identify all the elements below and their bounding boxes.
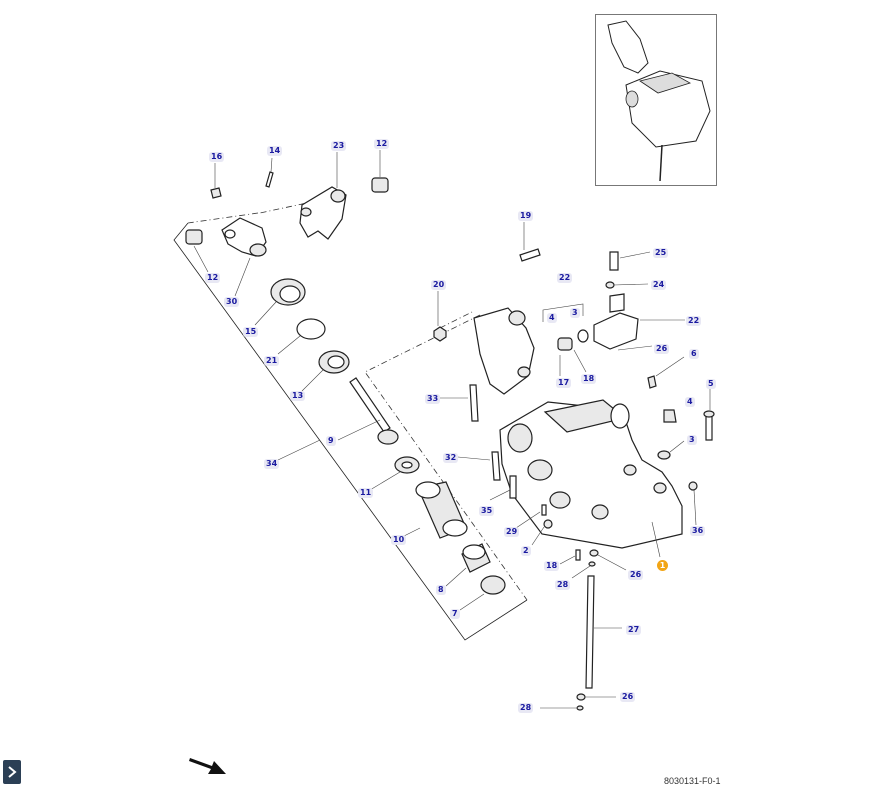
callout-10[interactable]: 10 — [391, 535, 407, 545]
part-15-seal — [254, 278, 306, 326]
part-10-gear — [401, 481, 468, 539]
callout-35[interactable]: 35 — [479, 506, 495, 516]
part-19-bolt — [519, 222, 541, 262]
part-5-bolt — [703, 388, 715, 441]
part-22-valve — [593, 293, 685, 350]
part-2-plug — [531, 519, 553, 546]
callout-22[interactable]: 22 — [557, 273, 573, 283]
part-12-bushing-left — [185, 229, 209, 273]
callout-14[interactable]: 14 — [267, 146, 283, 156]
part-34-leader — [277, 439, 321, 461]
part-21-ring — [277, 318, 326, 355]
part-27-rod — [540, 575, 622, 711]
part-4-nut — [663, 409, 677, 423]
callout-9[interactable]: 9 — [326, 436, 336, 446]
part-36-plug — [688, 481, 698, 526]
callout-29[interactable]: 29 — [504, 527, 520, 537]
callout-1[interactable]: 1 — [657, 560, 668, 571]
callout-28[interactable]: 28 — [518, 703, 534, 713]
figure-code: 8030131-F0-1 — [664, 776, 721, 786]
callout-22[interactable]: 22 — [686, 316, 702, 326]
callout-7[interactable]: 7 — [450, 609, 460, 619]
left-assembly-frame — [173, 212, 528, 641]
callout-18[interactable]: 18 — [581, 374, 597, 384]
callout-19[interactable]: 19 — [518, 211, 534, 221]
callout-26[interactable]: 26 — [628, 570, 644, 580]
part-28-oring — [571, 561, 596, 579]
part-26-oring — [589, 549, 627, 571]
part-30-fork — [221, 217, 267, 297]
part-25-bolt — [609, 251, 651, 271]
part-35-pin — [509, 475, 517, 499]
part-8-bearing — [445, 543, 491, 587]
callout-3[interactable]: 3 — [687, 435, 697, 445]
callout-16[interactable]: 16 — [209, 152, 225, 162]
arrow-down-right-icon — [189, 758, 226, 774]
callout-2[interactable]: 2 — [521, 546, 531, 556]
callout-36[interactable]: 36 — [690, 526, 706, 536]
part-11-washer — [369, 456, 420, 491]
part-33-bolt — [440, 384, 479, 422]
part-18-pin — [559, 549, 581, 565]
callout-17[interactable]: 17 — [556, 378, 572, 388]
callout-28[interactable]: 28 — [555, 580, 571, 590]
part-23-bracket — [299, 152, 347, 240]
callout-34[interactable]: 34 — [264, 459, 280, 469]
part-29-pin — [541, 504, 547, 516]
part-20-nut — [433, 291, 447, 342]
part-32-bolt — [457, 451, 501, 481]
part-7-cap — [459, 575, 506, 611]
callout-12[interactable]: 12 — [374, 139, 390, 149]
callout-26[interactable]: 26 — [620, 692, 636, 702]
overview-thumbnail — [595, 14, 717, 186]
chevron-right-icon — [8, 766, 17, 778]
part-6-fitting — [647, 356, 685, 389]
callout-6[interactable]: 6 — [689, 349, 699, 359]
part-4-plug — [542, 303, 589, 351]
callout-33[interactable]: 33 — [425, 394, 441, 404]
arm-bracket — [473, 307, 535, 395]
callout-8[interactable]: 8 — [436, 585, 446, 595]
callout-25[interactable]: 25 — [653, 248, 669, 258]
housing-frame — [259, 197, 473, 329]
callout-12[interactable]: 12 — [205, 273, 221, 283]
callout-3[interactable]: 3 — [570, 308, 580, 318]
part-12-bushing-top — [371, 150, 389, 193]
callout-26[interactable]: 26 — [654, 344, 670, 354]
callout-4[interactable]: 4 — [547, 313, 557, 323]
callout-15[interactable]: 15 — [243, 327, 259, 337]
callout-30[interactable]: 30 — [224, 297, 240, 307]
callout-5[interactable]: 5 — [706, 379, 716, 389]
callout-23[interactable]: 23 — [331, 141, 347, 151]
leader-lines — [489, 345, 653, 529]
callout-27[interactable]: 27 — [626, 625, 642, 635]
callout-24[interactable]: 24 — [651, 280, 667, 290]
callout-20[interactable]: 20 — [431, 280, 447, 290]
callout-4[interactable]: 4 — [685, 397, 695, 407]
part-9-shaft — [337, 377, 399, 445]
part-14-pin — [265, 157, 274, 188]
callout-21[interactable]: 21 — [264, 356, 280, 366]
part-3-washer — [657, 440, 685, 460]
callout-18[interactable]: 18 — [544, 561, 560, 571]
callout-11[interactable]: 11 — [358, 488, 374, 498]
callout-32[interactable]: 32 — [443, 453, 459, 463]
part-24-washer — [605, 281, 649, 289]
part-16-plug — [210, 163, 222, 199]
part-13-spline — [301, 350, 350, 392]
expand-button[interactable] — [3, 760, 21, 784]
callout-13[interactable]: 13 — [290, 391, 306, 401]
main-housing — [499, 399, 683, 558]
